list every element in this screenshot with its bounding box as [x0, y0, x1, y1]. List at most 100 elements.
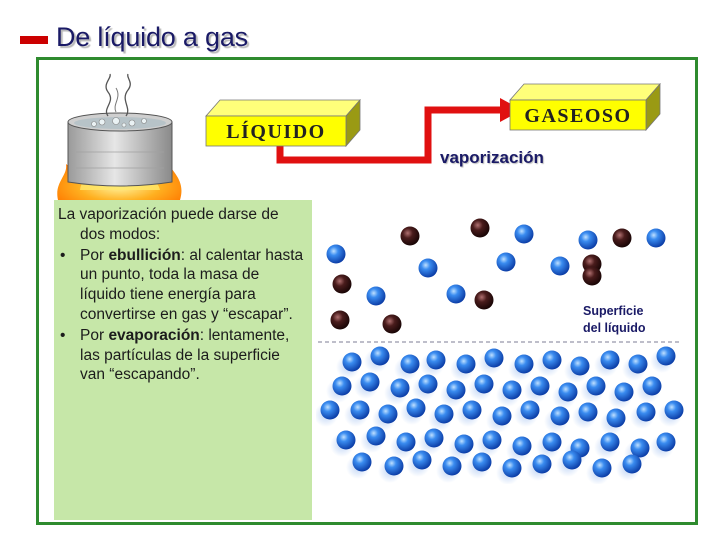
liquid-particle: [502, 458, 522, 478]
liquid-particle: [474, 374, 494, 394]
gas-particle-blue: [418, 258, 438, 278]
liquid-particle: [664, 400, 684, 420]
term-evaporacion: evaporación: [108, 326, 200, 344]
liquid-particle: [406, 398, 426, 418]
liquid-particle: [550, 406, 570, 426]
liquid-particle: [412, 450, 432, 470]
liquid-particle: [558, 382, 578, 402]
liquid-particle: [424, 428, 444, 448]
pot-on-fire-icon: [57, 73, 182, 200]
liquid-particle: [446, 380, 466, 400]
liquid-particle: [628, 354, 648, 374]
list-item-evaporacion: • Por evaporación: lentamente, las partí…: [58, 326, 306, 385]
vaporization-label: vaporización: [440, 148, 544, 167]
liquid-particle: [642, 376, 662, 396]
liquid-particle: [520, 400, 540, 420]
liquid-particle: [454, 434, 474, 454]
liquid-particle: [456, 354, 476, 374]
bullet-icon: •: [60, 246, 66, 264]
liquid-particle: [442, 456, 462, 476]
content-frame: [36, 57, 698, 525]
gas-particle-brown: [400, 226, 420, 246]
liquid-particle: [570, 356, 590, 376]
term-ebullicion: ebullición: [108, 246, 181, 264]
liquid-particle: [592, 458, 612, 478]
liquid-particle: [360, 372, 380, 392]
liquid-particle: [636, 402, 656, 422]
liquid-box-label: LÍQUIDO: [226, 121, 326, 143]
info-panel: La vaporización puede darse de dos modos…: [54, 200, 312, 520]
liquid-particle: [562, 450, 582, 470]
liquid-particle: [492, 406, 512, 426]
gas-particle-brown: [330, 310, 350, 330]
liquid-particle: [622, 454, 642, 474]
liquid-particle: [532, 454, 552, 474]
surface-label-line2: del líquido: [583, 321, 646, 335]
liquid-particle: [342, 352, 362, 372]
liquid-particle: [542, 350, 562, 370]
gas-particle-blue: [646, 228, 666, 248]
gas-particle-blue: [366, 286, 386, 306]
liquid-particle: [482, 430, 502, 450]
bullet2-prefix: Por: [80, 326, 109, 344]
gas-particle-brown: [470, 218, 490, 238]
bullet1-text: : al calentar hasta un punto, toda la ma…: [80, 246, 304, 323]
gas-box-label: GASEOSO: [524, 105, 632, 127]
liquid-particle: [400, 354, 420, 374]
title-marker: [20, 36, 48, 44]
liquid-particle: [396, 432, 416, 452]
gas-particle-brown: [332, 274, 352, 294]
liquid-particle: [332, 376, 352, 396]
surface-label: Superficie del líquido: [583, 303, 646, 337]
liquid-particle: [352, 452, 372, 472]
gas-particle-brown: [582, 266, 602, 286]
gas-particle-blue: [550, 256, 570, 276]
liquid-particle: [418, 374, 438, 394]
liquid-particle: [656, 432, 676, 452]
liquid-particle: [630, 438, 650, 458]
gas-particle-blue: [514, 224, 534, 244]
liquid-particle: [542, 432, 562, 452]
liquid-particle: [502, 380, 522, 400]
info-list: • Por ebullición: al calentar hasta un p…: [58, 246, 306, 386]
gas-particle-brown: [612, 228, 632, 248]
liquid-particle: [514, 354, 534, 374]
liquid-particle: [578, 402, 598, 422]
liquid-particle: [426, 350, 446, 370]
liquid-particle: [378, 404, 398, 424]
liquid-particle: [614, 382, 634, 402]
particle-illustration: [316, 218, 684, 484]
liquid-particle: [484, 348, 504, 368]
bullet-icon: •: [60, 326, 66, 344]
info-intro: La vaporización puede darse de dos modos…: [58, 206, 279, 243]
liquid-particle: [384, 456, 404, 476]
liquid-particle: [390, 378, 410, 398]
gas-particle-blue: [578, 230, 598, 250]
bullet2-text: : lentamente, las partículas de la super…: [80, 326, 290, 384]
liquid-particle: [320, 400, 340, 420]
gas-particle-blue: [496, 252, 516, 272]
gas-particle-blue: [446, 284, 466, 304]
gas-particle-brown: [382, 314, 402, 334]
liquid-particle: [606, 408, 626, 428]
liquid-particle: [472, 452, 492, 472]
liquid-particle: [462, 400, 482, 420]
list-item-ebullicion: • Por ebullición: al calentar hasta un p…: [58, 246, 306, 325]
liquid-particle: [434, 404, 454, 424]
liquid-particle: [600, 350, 620, 370]
liquid-particle: [530, 376, 550, 396]
bullet1-prefix: Por: [80, 246, 109, 264]
surface-label-line1: Superficie: [583, 304, 644, 318]
liquid-particle: [366, 426, 386, 446]
gas-particle-brown: [474, 290, 494, 310]
liquid-particle: [512, 436, 532, 456]
liquid-particle: [656, 346, 676, 366]
liquid-particle: [370, 346, 390, 366]
liquid-particle: [586, 376, 606, 396]
slide-title: De líquido a gas: [56, 22, 248, 52]
liquid-particle: [336, 430, 356, 450]
liquid-particle: [600, 432, 620, 452]
liquid-particle: [350, 400, 370, 420]
state-change-diagram: [205, 82, 661, 164]
vaporization-arrow: [276, 106, 508, 164]
